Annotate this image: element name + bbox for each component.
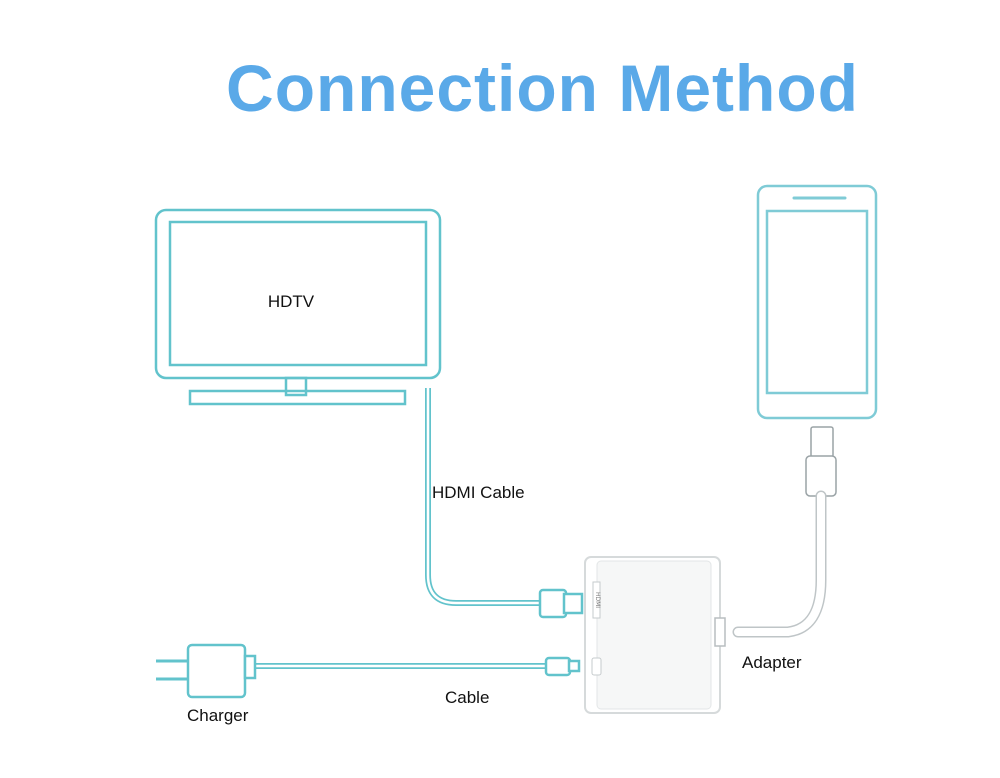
hdtv-icon [154,208,442,406]
lightning-plug-icon [805,426,837,497]
hdtv-label: HDTV [268,292,315,311]
cable-label: Cable [445,688,489,707]
hdmi-cable-label: HDMI Cable [432,483,525,502]
charger-icon [156,643,257,699]
charger-label: Charger [187,706,249,725]
adapter-label: Adapter [742,653,802,672]
smartphone-icon [756,184,878,420]
svg-text:HDMI: HDMI [594,592,601,608]
hdmi-plug-icon [538,588,584,619]
adapter-icon: HDMI [584,556,726,714]
adapter-lightning-cable [732,490,827,638]
diagram-title: Connection Method [226,51,859,125]
usb-c-plug-icon [544,656,581,677]
